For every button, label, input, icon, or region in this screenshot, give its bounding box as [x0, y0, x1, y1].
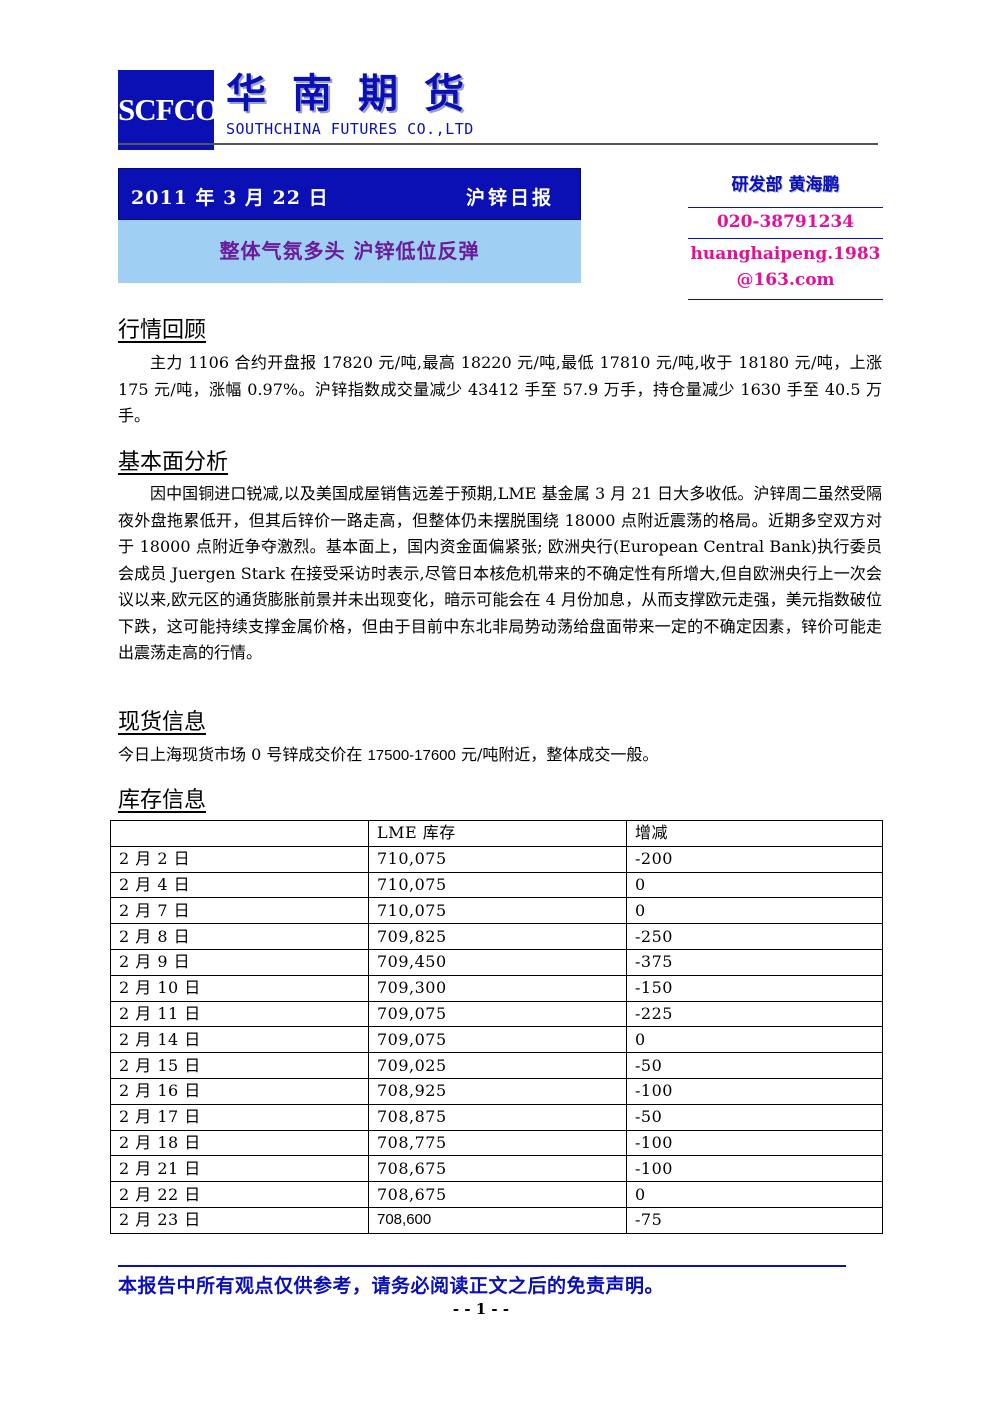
cell-stock: 709,450: [368, 948, 627, 976]
section-title-spot: 现货信息: [118, 710, 207, 735]
header-cell-change: 增减: [626, 820, 883, 847]
cell-date: 2 月 10 日: [110, 974, 369, 1002]
company-logo: SCFCO: [118, 70, 219, 150]
cell-stock: 708,875: [368, 1103, 627, 1131]
section-title-fundamentals: 基本面分析: [118, 450, 229, 475]
contact-block: 研发部 黄海鹏 020-38791234 huanghaipeng.1983 @…: [688, 168, 883, 300]
contact-email-line1: huanghaipeng.1983: [690, 244, 881, 264]
cell-change: 0: [626, 1181, 883, 1208]
header-cell-stock: LME 库存: [368, 820, 627, 847]
spot-text: 今日上海现货市场 0 号锌成交价在 17500-17600 元/吨附近，整体成交…: [118, 742, 882, 770]
table-header-row: LME 库存增减: [110, 820, 883, 847]
cell-change: -200: [626, 845, 883, 873]
cell-stock: 709,075: [368, 1026, 627, 1054]
fundamentals-text: 因中国铜进口锐减,以及美国成屋销售远差于预期,LME 基金属 3 月 21 日大…: [118, 484, 882, 662]
contact-divider: [688, 238, 883, 239]
cell-date: 2 月 18 日: [110, 1129, 369, 1157]
cell-change: 0: [626, 897, 883, 925]
cell-date: 2 月 22 日: [110, 1181, 369, 1208]
company-name-cn: 华南期货: [226, 70, 490, 117]
header-divider: [118, 143, 878, 145]
cell-stock: 710,075: [368, 871, 627, 899]
market-review-text: 主力 1106 合约开盘报 17820 元/吨,最高 18220 元/吨,最低 …: [118, 353, 882, 425]
cell-stock: 708,925: [368, 1077, 627, 1105]
cell-date: 2 月 17 日: [110, 1103, 369, 1131]
cell-stock: 710,075: [368, 897, 627, 925]
cell-date: 2 月 11 日: [110, 1000, 369, 1028]
cell-stock: 709,825: [368, 923, 627, 950]
cell-date: 2 月 21 日: [110, 1155, 369, 1183]
contact-author: 研发部 黄海鹏: [731, 175, 840, 195]
header-cell-date: [110, 820, 369, 847]
footer-divider: [118, 1265, 846, 1267]
cell-change: -100: [626, 1155, 883, 1183]
contact-email-line2: @163.com: [736, 270, 835, 290]
cell-date: 2 月 2 日: [110, 845, 369, 873]
spot-text-after: 元/吨附近，整体成交一般。: [455, 745, 659, 764]
cell-date: 2 月 16 日: [110, 1077, 369, 1105]
cell-stock: 709,025: [368, 1052, 627, 1079]
cell-change: -375: [626, 948, 883, 976]
spot-price-range: 17500-17600: [367, 747, 456, 764]
cell-change: 0: [626, 1026, 883, 1054]
cell-change: -100: [626, 1077, 883, 1105]
cell-stock: 708,675: [368, 1155, 627, 1183]
cell-change: -225: [626, 1000, 883, 1028]
report-date: 2011 年 3 月 22 日: [131, 187, 329, 209]
cell-stock: 708,675: [368, 1181, 627, 1208]
page-number: - - 1 - -: [452, 1300, 510, 1318]
cell-stock: 709,075: [368, 1000, 627, 1028]
cell-change: -100: [626, 1129, 883, 1157]
cell-stock: 708,600: [368, 1206, 627, 1234]
cell-date: 2 月 8 日: [110, 923, 369, 950]
cell-date: 2 月 23 日: [110, 1206, 369, 1234]
contact-phone: 020-38791234: [716, 212, 855, 232]
section-title-market-review: 行情回顾: [118, 318, 207, 343]
contact-divider: [688, 207, 883, 208]
report-type: 沪锌日报: [465, 187, 554, 209]
cell-change: -75: [626, 1206, 883, 1234]
cell-date: 2 月 9 日: [110, 948, 369, 976]
section-title-inventory: 库存信息: [118, 788, 207, 813]
contact-divider: [688, 299, 883, 300]
disclaimer: 本报告中所有观点仅供参考，请务必阅读正文之后的免责声明。: [118, 1275, 665, 1297]
contact-email[interactable]: huanghaipeng.1983 @163.com: [688, 239, 883, 293]
cell-stock: 709,300: [368, 974, 627, 1002]
cell-change: -150: [626, 974, 883, 1002]
cell-stock: 708,775: [368, 1129, 627, 1157]
cell-date: 2 月 7 日: [110, 897, 369, 925]
cell-date: 2 月 4 日: [110, 871, 369, 899]
report-title-bar: 2011 年 3 月 22 日 沪锌日报: [118, 168, 581, 220]
cell-change: -50: [626, 1103, 883, 1131]
cell-date: 2 月 15 日: [110, 1052, 369, 1079]
company-name-en: SOUTHCHINA FUTURES CO.,LTD: [226, 120, 474, 138]
cell-change: -50: [626, 1052, 883, 1079]
cell-change: -250: [626, 923, 883, 950]
spot-text-before: 今日上海现货市场 0 号锌成交价在: [118, 745, 368, 764]
cell-date: 2 月 14 日: [110, 1026, 369, 1054]
cell-change: 0: [626, 871, 883, 899]
cell-stock: 710,075: [368, 845, 627, 873]
report-headline: 整体气氛多头 沪锌低位反弹: [118, 220, 581, 283]
